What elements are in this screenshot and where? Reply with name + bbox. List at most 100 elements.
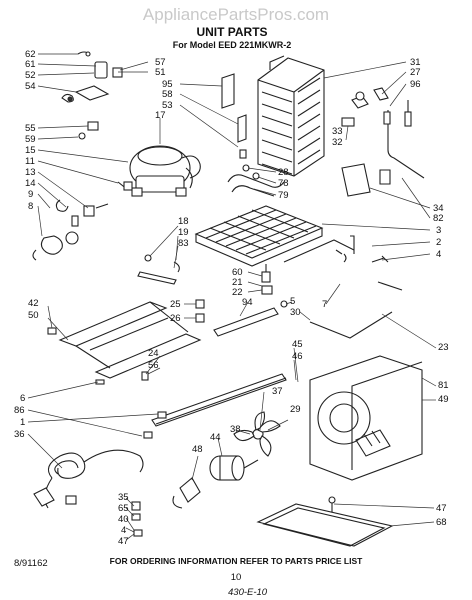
callout: 2 — [436, 237, 441, 248]
callout: 49 — [438, 394, 449, 405]
callout: 83 — [178, 238, 189, 249]
callout: 62 — [25, 49, 36, 60]
model-subtitle: For Model EED 221MKWR-2 — [173, 40, 292, 50]
compressor-part — [129, 145, 201, 197]
cover-part — [78, 121, 99, 140]
callout: 15 — [25, 145, 36, 156]
callout: 17 — [155, 110, 166, 121]
callout: 81 — [438, 380, 449, 391]
callout: 78 — [278, 178, 289, 189]
callout: 94 — [242, 297, 253, 308]
callout: 82 — [433, 213, 444, 224]
callout: 96 — [410, 79, 421, 90]
callout: 68 — [436, 517, 447, 528]
callout: 48 — [192, 444, 203, 455]
callout: 14 — [25, 178, 36, 189]
callout: 36 — [14, 429, 25, 440]
fan-blade-part — [233, 411, 281, 457]
callout: 46 — [292, 351, 303, 362]
wire-clip-part — [77, 51, 91, 57]
callout: 40 — [118, 514, 129, 525]
fan-motor-part — [172, 455, 259, 509]
callout: 38 — [230, 424, 241, 435]
document-code: 8/91162 — [14, 558, 48, 569]
callout: 42 — [28, 298, 39, 309]
watermark: AppliancePartsPros.com — [143, 5, 329, 24]
fan-shroud-part — [309, 355, 423, 481]
callout: 55 — [25, 123, 36, 134]
callout: 60 — [232, 267, 243, 278]
condenser-part — [257, 55, 325, 177]
callout: 24 — [148, 348, 159, 359]
bottom-small-parts — [131, 496, 336, 537]
callout: 19 — [178, 227, 189, 238]
callout: 8 — [28, 201, 33, 212]
callout: 58 — [162, 89, 173, 100]
callout: 18 — [178, 216, 189, 227]
terminal-bracket-part — [61, 85, 110, 103]
callout: 51 — [155, 67, 166, 78]
callout: 28 — [278, 167, 289, 178]
callout: 6 — [20, 393, 25, 404]
rail-part — [143, 373, 287, 439]
grommet-mount-part — [55, 181, 133, 217]
callout: 47 — [436, 503, 447, 514]
diagram-title: UNIT PARTS — [196, 25, 267, 39]
callout: 56 — [148, 360, 159, 371]
callout: 34 — [433, 203, 444, 214]
callout: 59 — [25, 134, 36, 145]
callout: 35 — [118, 492, 129, 503]
callout: 3 — [436, 225, 441, 236]
callout: 33 — [332, 126, 343, 137]
leader-lines — [27, 53, 437, 541]
drier-part — [137, 254, 180, 285]
insulation-pad-part — [341, 163, 371, 197]
evaporator-part — [194, 205, 324, 267]
callout-numbers: 62 61 52 54 55 59 15 11 13 14 9 8 57 51 … — [14, 49, 449, 547]
defrost-parts-upper-right — [341, 87, 425, 185]
callout: 25 — [170, 299, 181, 310]
tubing-part — [227, 164, 285, 197]
relay-part — [94, 61, 123, 79]
callout: 50 — [28, 310, 39, 321]
callout: 22 — [232, 287, 243, 298]
callout: 65 — [118, 503, 129, 514]
callout: 23 — [438, 342, 449, 353]
callout: 44 — [210, 432, 221, 443]
callout: 31 — [410, 57, 421, 68]
overload-protector-part — [32, 215, 79, 261]
callout: 4 — [121, 525, 126, 536]
callout: 53 — [162, 100, 173, 111]
power-cord-part — [33, 449, 144, 509]
callout: 1 — [20, 417, 25, 428]
callout: 61 — [25, 59, 36, 70]
base-frame-part — [47, 301, 202, 385]
handwritten-note: 430-E-10 — [228, 587, 268, 598]
callout: 86 — [14, 405, 25, 416]
callout: 5 — [290, 296, 295, 307]
callout: 9 — [28, 189, 33, 200]
callout: 47 — [118, 536, 129, 547]
callout: 30 — [290, 307, 301, 318]
callout: 13 — [25, 167, 36, 178]
callout: 27 — [410, 67, 421, 78]
callout: 95 — [162, 79, 173, 90]
callout: 4 — [436, 249, 441, 260]
callout: 79 — [278, 190, 289, 201]
callout: 21 — [232, 277, 243, 288]
callout: 26 — [170, 313, 181, 324]
drain-pan-part — [256, 503, 394, 547]
callout: 7 — [322, 299, 327, 310]
callout: 57 — [155, 57, 166, 68]
callout: 45 — [292, 339, 303, 350]
brackets-part — [221, 73, 247, 159]
callout: 29 — [290, 404, 301, 415]
callout: 52 — [25, 70, 36, 81]
callout: 37 — [272, 386, 283, 397]
callout: 32 — [332, 137, 343, 148]
callout: 54 — [25, 81, 36, 92]
ordering-footer: FOR ORDERING INFORMATION REFER TO PARTS … — [110, 556, 363, 566]
defrost-heater-wire-part — [283, 235, 403, 339]
callout: 11 — [25, 156, 35, 167]
